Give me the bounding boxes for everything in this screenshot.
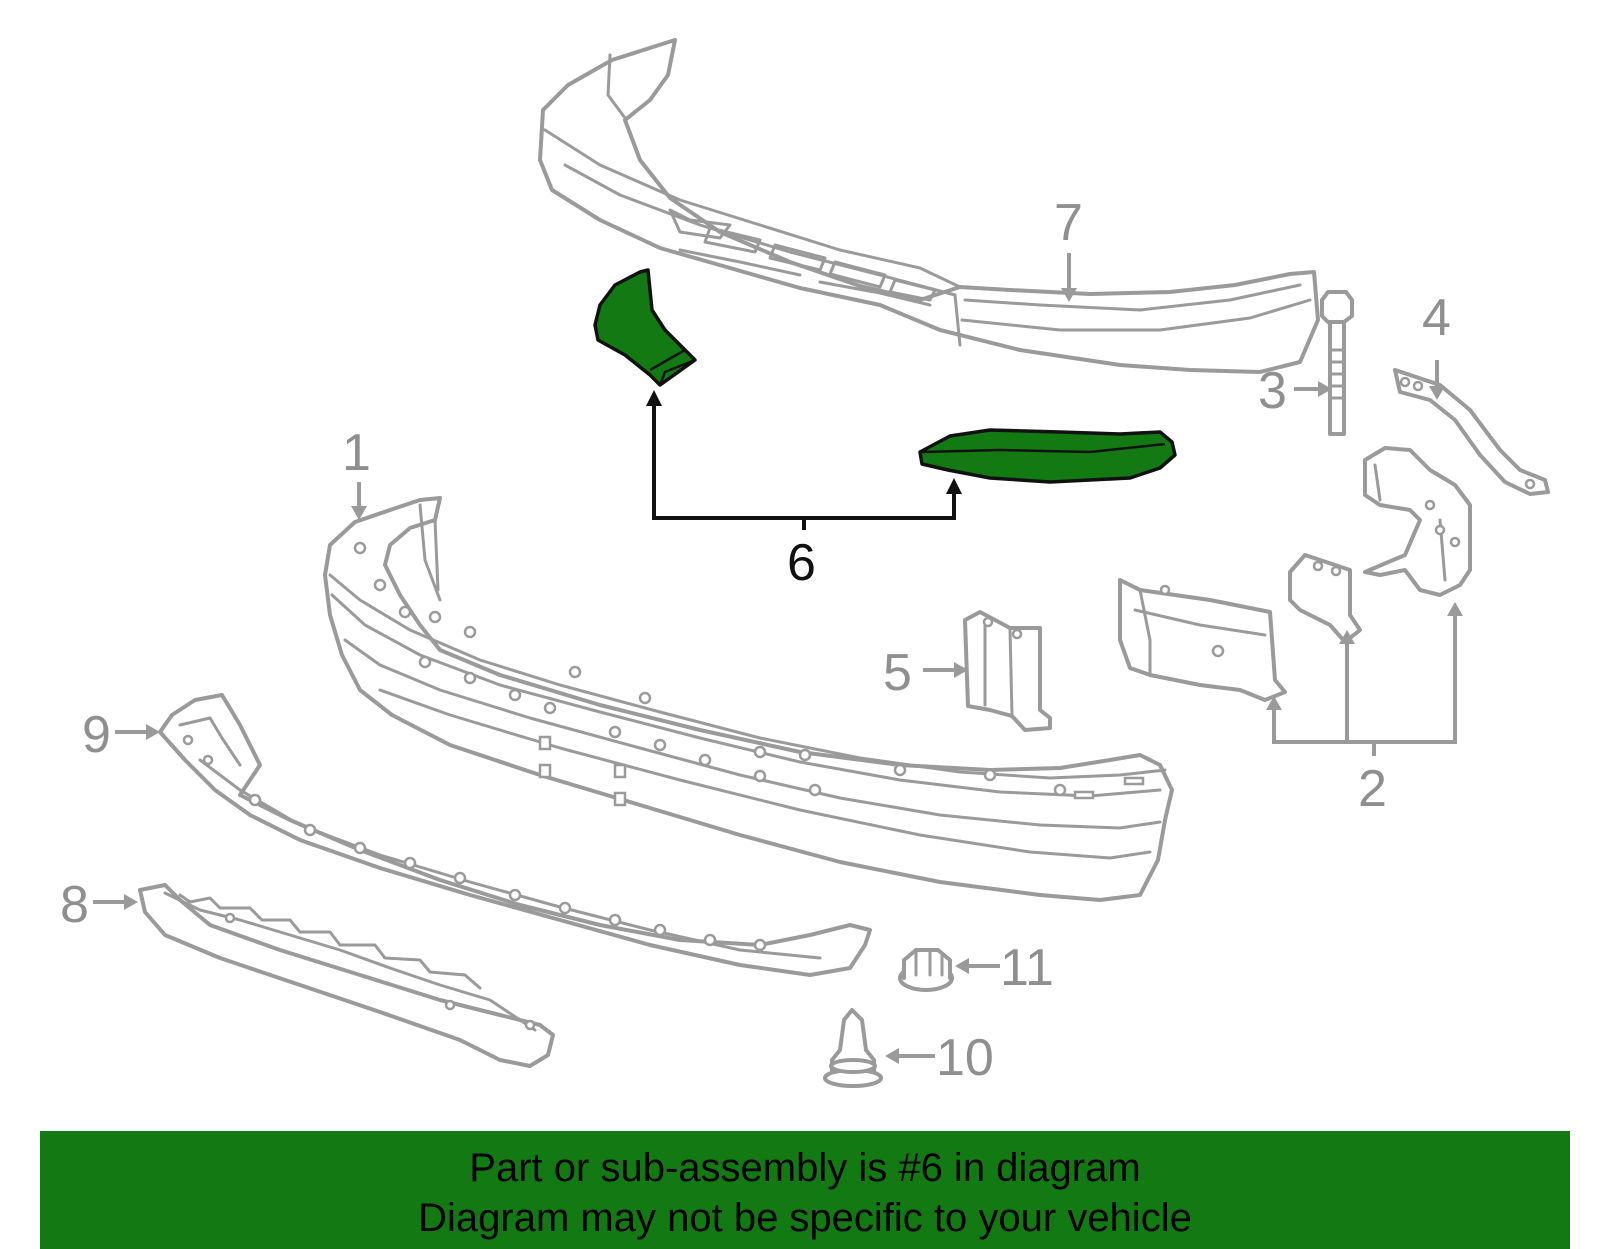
banner-line-1: Part or sub-assembly is #6 in diagram [469,1146,1141,1190]
part-4-brace [1393,368,1550,496]
part-11-clip-nut [898,948,954,992]
callout-8: 8 [60,876,89,934]
part-6-right-filler [918,428,1177,484]
callout-4: 4 [1422,289,1451,347]
callout-5: 5 [883,644,912,702]
callout-3: 3 [1258,362,1287,420]
info-banner: Part or sub-assembly is #6 in diagram Di… [40,1131,1570,1249]
part-1-bumper [323,496,1174,902]
part-6-left-filler [593,268,697,387]
part-7-upper-fascia [538,38,1320,374]
callout-7: 7 [1054,194,1083,252]
callout-1: 1 [342,424,371,482]
parts-diagram: 1 2 3 4 5 6 7 8 9 10 11 [60,38,1550,1088]
part-2-brackets [1118,446,1472,702]
leader-arrows [93,253,1445,1064]
callout-10: 10 [936,1029,994,1087]
part-10-push-pin [823,1008,883,1088]
part-8-lower-trim [138,883,555,1068]
banner-line-2: Diagram may not be specific to your vehi… [418,1196,1192,1240]
callout-6: 6 [787,534,816,592]
part-3-bolt [1320,290,1354,436]
part-2-leader [1266,602,1463,756]
part-9-air-deflector [158,693,872,977]
callout-9: 9 [82,706,111,764]
part-5-bracket [963,610,1052,732]
part-6-leader [646,390,962,530]
callout-2: 2 [1358,760,1387,818]
callout-11: 11 [1000,939,1054,997]
